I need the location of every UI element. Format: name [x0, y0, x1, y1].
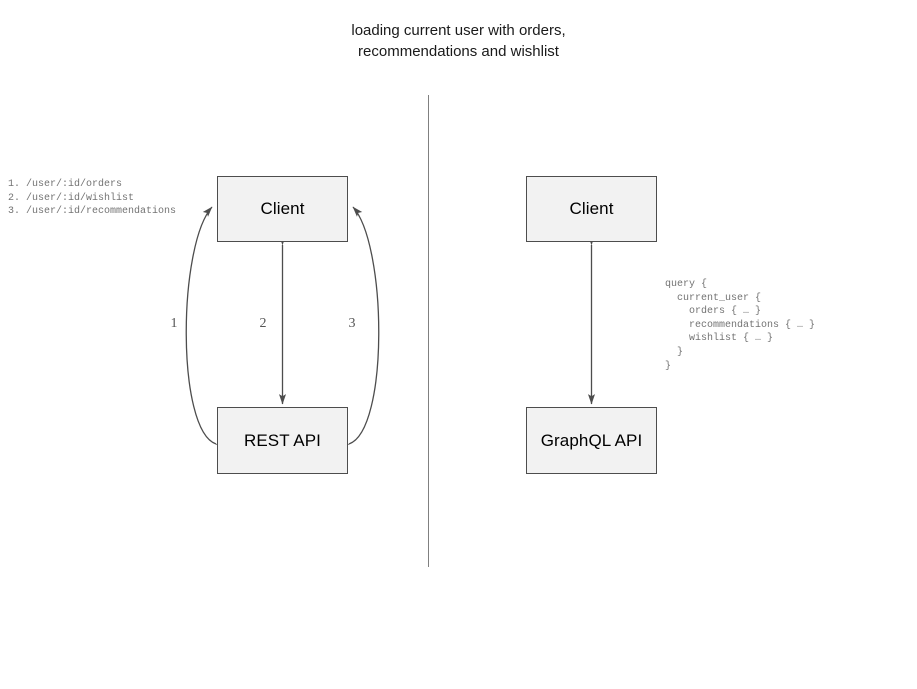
center-divider — [428, 95, 429, 567]
rest-endpoint-list: 1. /user/:id/orders 2. /user/:id/wishlis… — [8, 179, 177, 218]
page-title: loading current user with orders, recomm… — [351, 22, 566, 60]
edge-arrow-1 — [185, 206, 227, 451]
node-client-graphql[interactable]: Client — [526, 176, 657, 242]
node-rest-api[interactable]: REST API — [217, 407, 348, 474]
edge-label-1: 1 — [170, 316, 178, 331]
node-graphql-api[interactable]: GraphQL API — [526, 407, 657, 474]
edge-label-2: 2 — [259, 316, 267, 331]
edge-label-3: 3 — [348, 316, 356, 331]
node-client-rest[interactable]: Client — [217, 176, 348, 242]
graphql-query-snippet: query { current_user { orders { … } reco… — [665, 279, 816, 372]
